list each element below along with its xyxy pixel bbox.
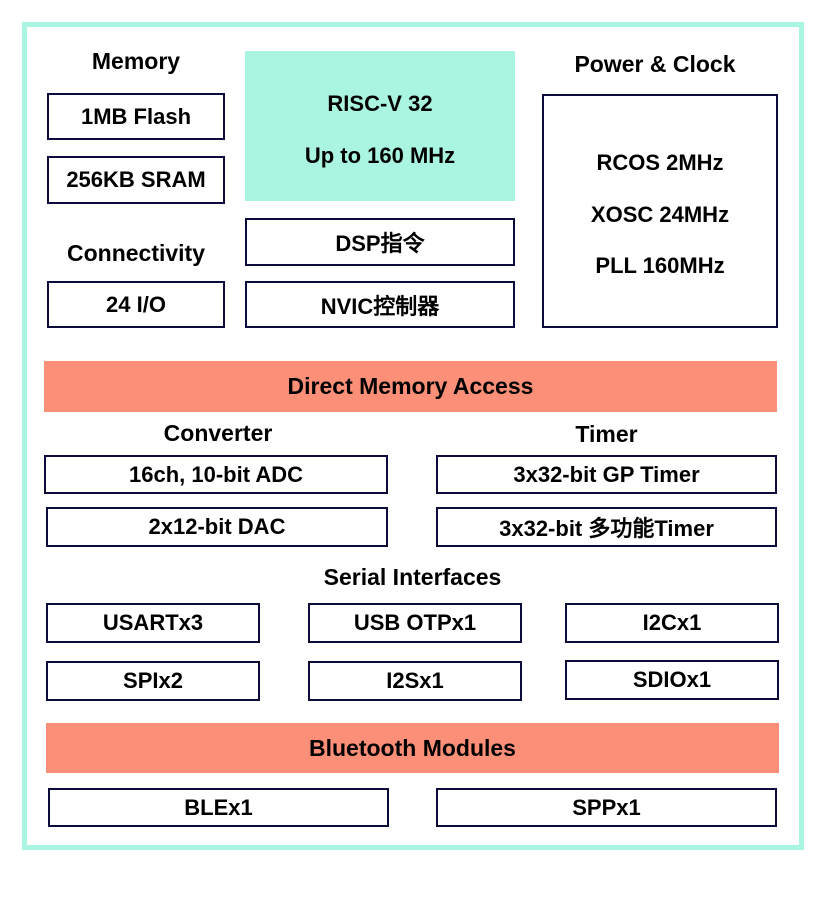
usart-box: USARTx3 — [46, 603, 260, 643]
converter-title: Converter — [163, 420, 273, 446]
rcos-label: RCOS 2MHz — [596, 150, 724, 175]
flash-box: 1MB Flash — [47, 93, 225, 140]
dac-box: 2x12-bit DAC — [46, 507, 388, 547]
i2s-box: I2Sx1 — [308, 661, 522, 701]
bluetooth-band: Bluetooth Modules — [46, 723, 779, 773]
i2c-box: I2Cx1 — [565, 603, 779, 643]
timer-title: Timer — [575, 421, 638, 447]
ble-box: BLEx1 — [48, 788, 389, 827]
usb-box: USB OTPx1 — [308, 603, 522, 643]
cpu-frequency: Up to 160 MHz — [304, 143, 456, 168]
adc-box: 16ch, 10-bit ADC — [44, 455, 388, 494]
block-diagram-frame — [22, 22, 804, 850]
spi-box: SPIx2 — [46, 661, 260, 701]
nvic-box: NVIC控制器 — [245, 281, 515, 328]
gp-timer-box: 3x32-bit GP Timer — [436, 455, 777, 494]
serial-interfaces-title: Serial Interfaces — [323, 564, 502, 590]
power-clock-box: RCOS 2MHz XOSC 24MHz PLL 160MHz — [542, 94, 778, 328]
io-box: 24 I/O — [47, 281, 225, 328]
sdio-box: SDIOx1 — [565, 660, 779, 700]
multi-timer-box: 3x32-bit 多功能Timer — [436, 507, 777, 547]
pll-label: PLL 160MHz — [595, 253, 725, 278]
cpu-name: RISC-V 32 — [327, 91, 433, 116]
sram-box: 256KB SRAM — [47, 156, 225, 204]
cpu-core-block: RISC-V 32 Up to 160 MHz — [245, 51, 515, 201]
dsp-box: DSP指令 — [245, 218, 515, 266]
spp-box: SPPx1 — [436, 788, 777, 827]
xosc-label: XOSC 24MHz — [590, 202, 730, 227]
connectivity-title: Connectivity — [66, 240, 206, 266]
power-clock-title: Power & Clock — [574, 51, 736, 77]
dma-band: Direct Memory Access — [44, 361, 777, 412]
memory-title: Memory — [91, 48, 181, 74]
